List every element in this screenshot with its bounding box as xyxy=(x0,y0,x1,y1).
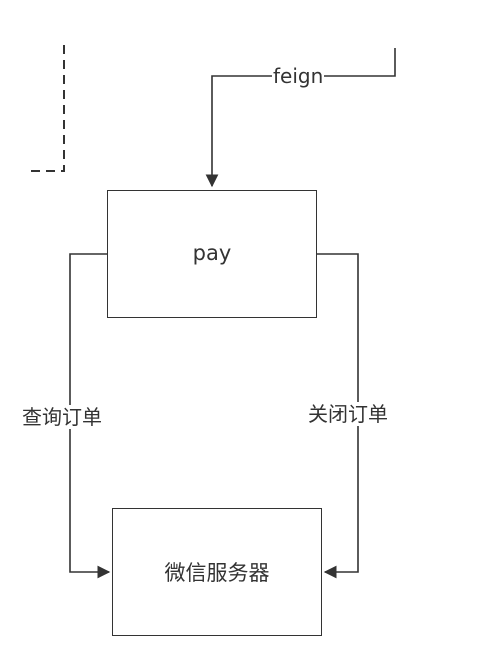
pay-node[interactable]: pay xyxy=(107,190,317,318)
close-order-edge-label: 关闭订单 xyxy=(308,402,388,426)
dashed-frame-edge xyxy=(26,45,65,172)
query-order-edge-label: 查询订单 xyxy=(22,405,102,429)
wechat-server-node[interactable]: 微信服务器 xyxy=(112,508,322,636)
pay-node-label: pay xyxy=(192,241,232,265)
wechat-server-node-label: 微信服务器 xyxy=(164,561,270,585)
feign-edge-label: feign xyxy=(272,64,325,88)
